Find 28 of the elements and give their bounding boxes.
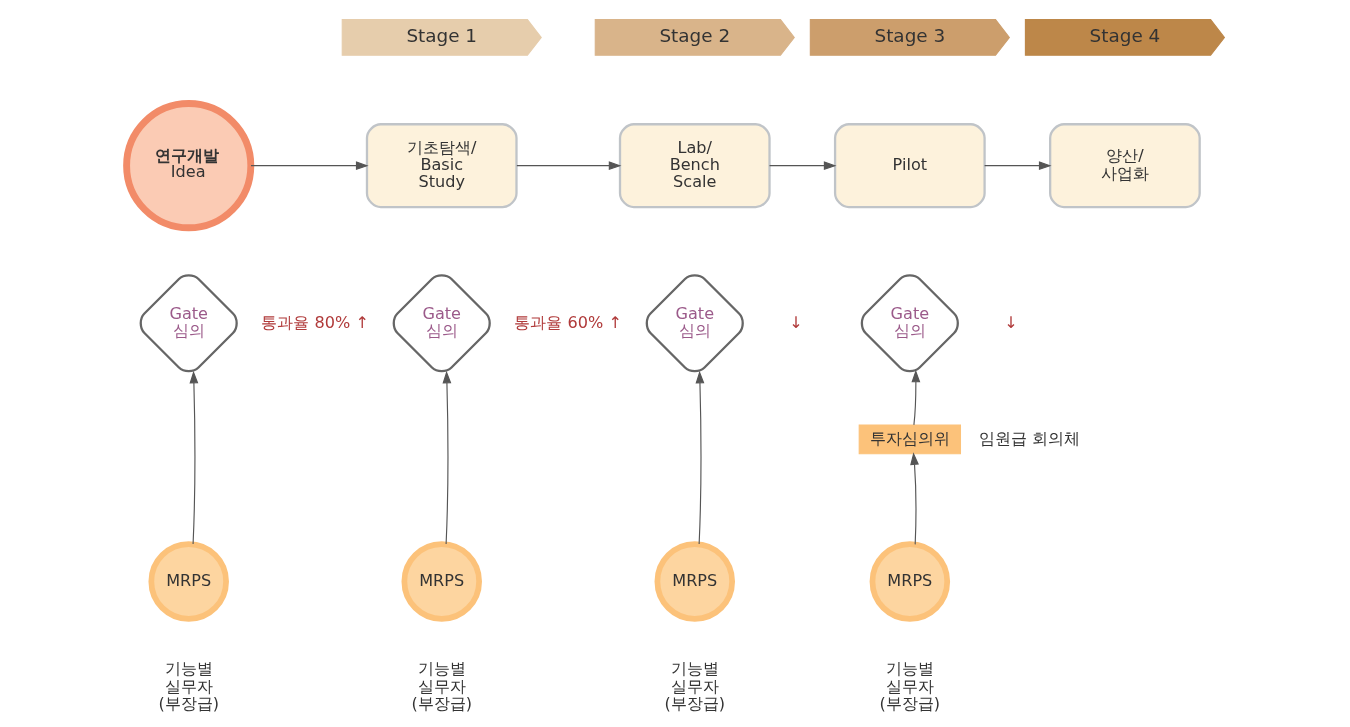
arrow [983, 161, 1052, 171]
arrow [442, 370, 451, 545]
node-label: 기능별 실무자 (부장급) [157, 659, 219, 713]
node-box: 투자심의위 [858, 424, 961, 455]
node-circle: 연구개발 Idea [122, 100, 254, 232]
node-box: 양산/ 사업화 [1048, 123, 1201, 209]
node-circle: MRPS [654, 541, 735, 622]
node-box: Lab/ Bench Scale [618, 123, 771, 209]
node-label: 기능별 실무자 (부장급) [663, 659, 725, 713]
arrow [188, 370, 198, 545]
node-circle: MRPS [869, 541, 950, 622]
arrow [910, 369, 920, 426]
node-label: ↓ [788, 312, 803, 332]
node-label: 통과율 60% ↑ [514, 312, 622, 332]
node-label: ↓ [1003, 312, 1018, 332]
arrow [515, 161, 621, 171]
node-circle: MRPS [147, 541, 229, 622]
node-circle: MRPS [401, 541, 482, 622]
node-label: 기능별 실무자 (부장급) [410, 659, 472, 713]
arrow [909, 452, 919, 545]
arrow [695, 370, 704, 545]
node-label: 통과율 80% ↑ [260, 312, 369, 332]
node-label: 임원급 회의체 [978, 428, 1080, 448]
node-box: Pilot [833, 123, 986, 209]
arrow [249, 161, 369, 171]
node-box: 기초탐색/ Basic Study [365, 123, 518, 209]
node-label: 기능별 실무자 (부장급) [879, 659, 940, 713]
arrow [768, 161, 836, 171]
